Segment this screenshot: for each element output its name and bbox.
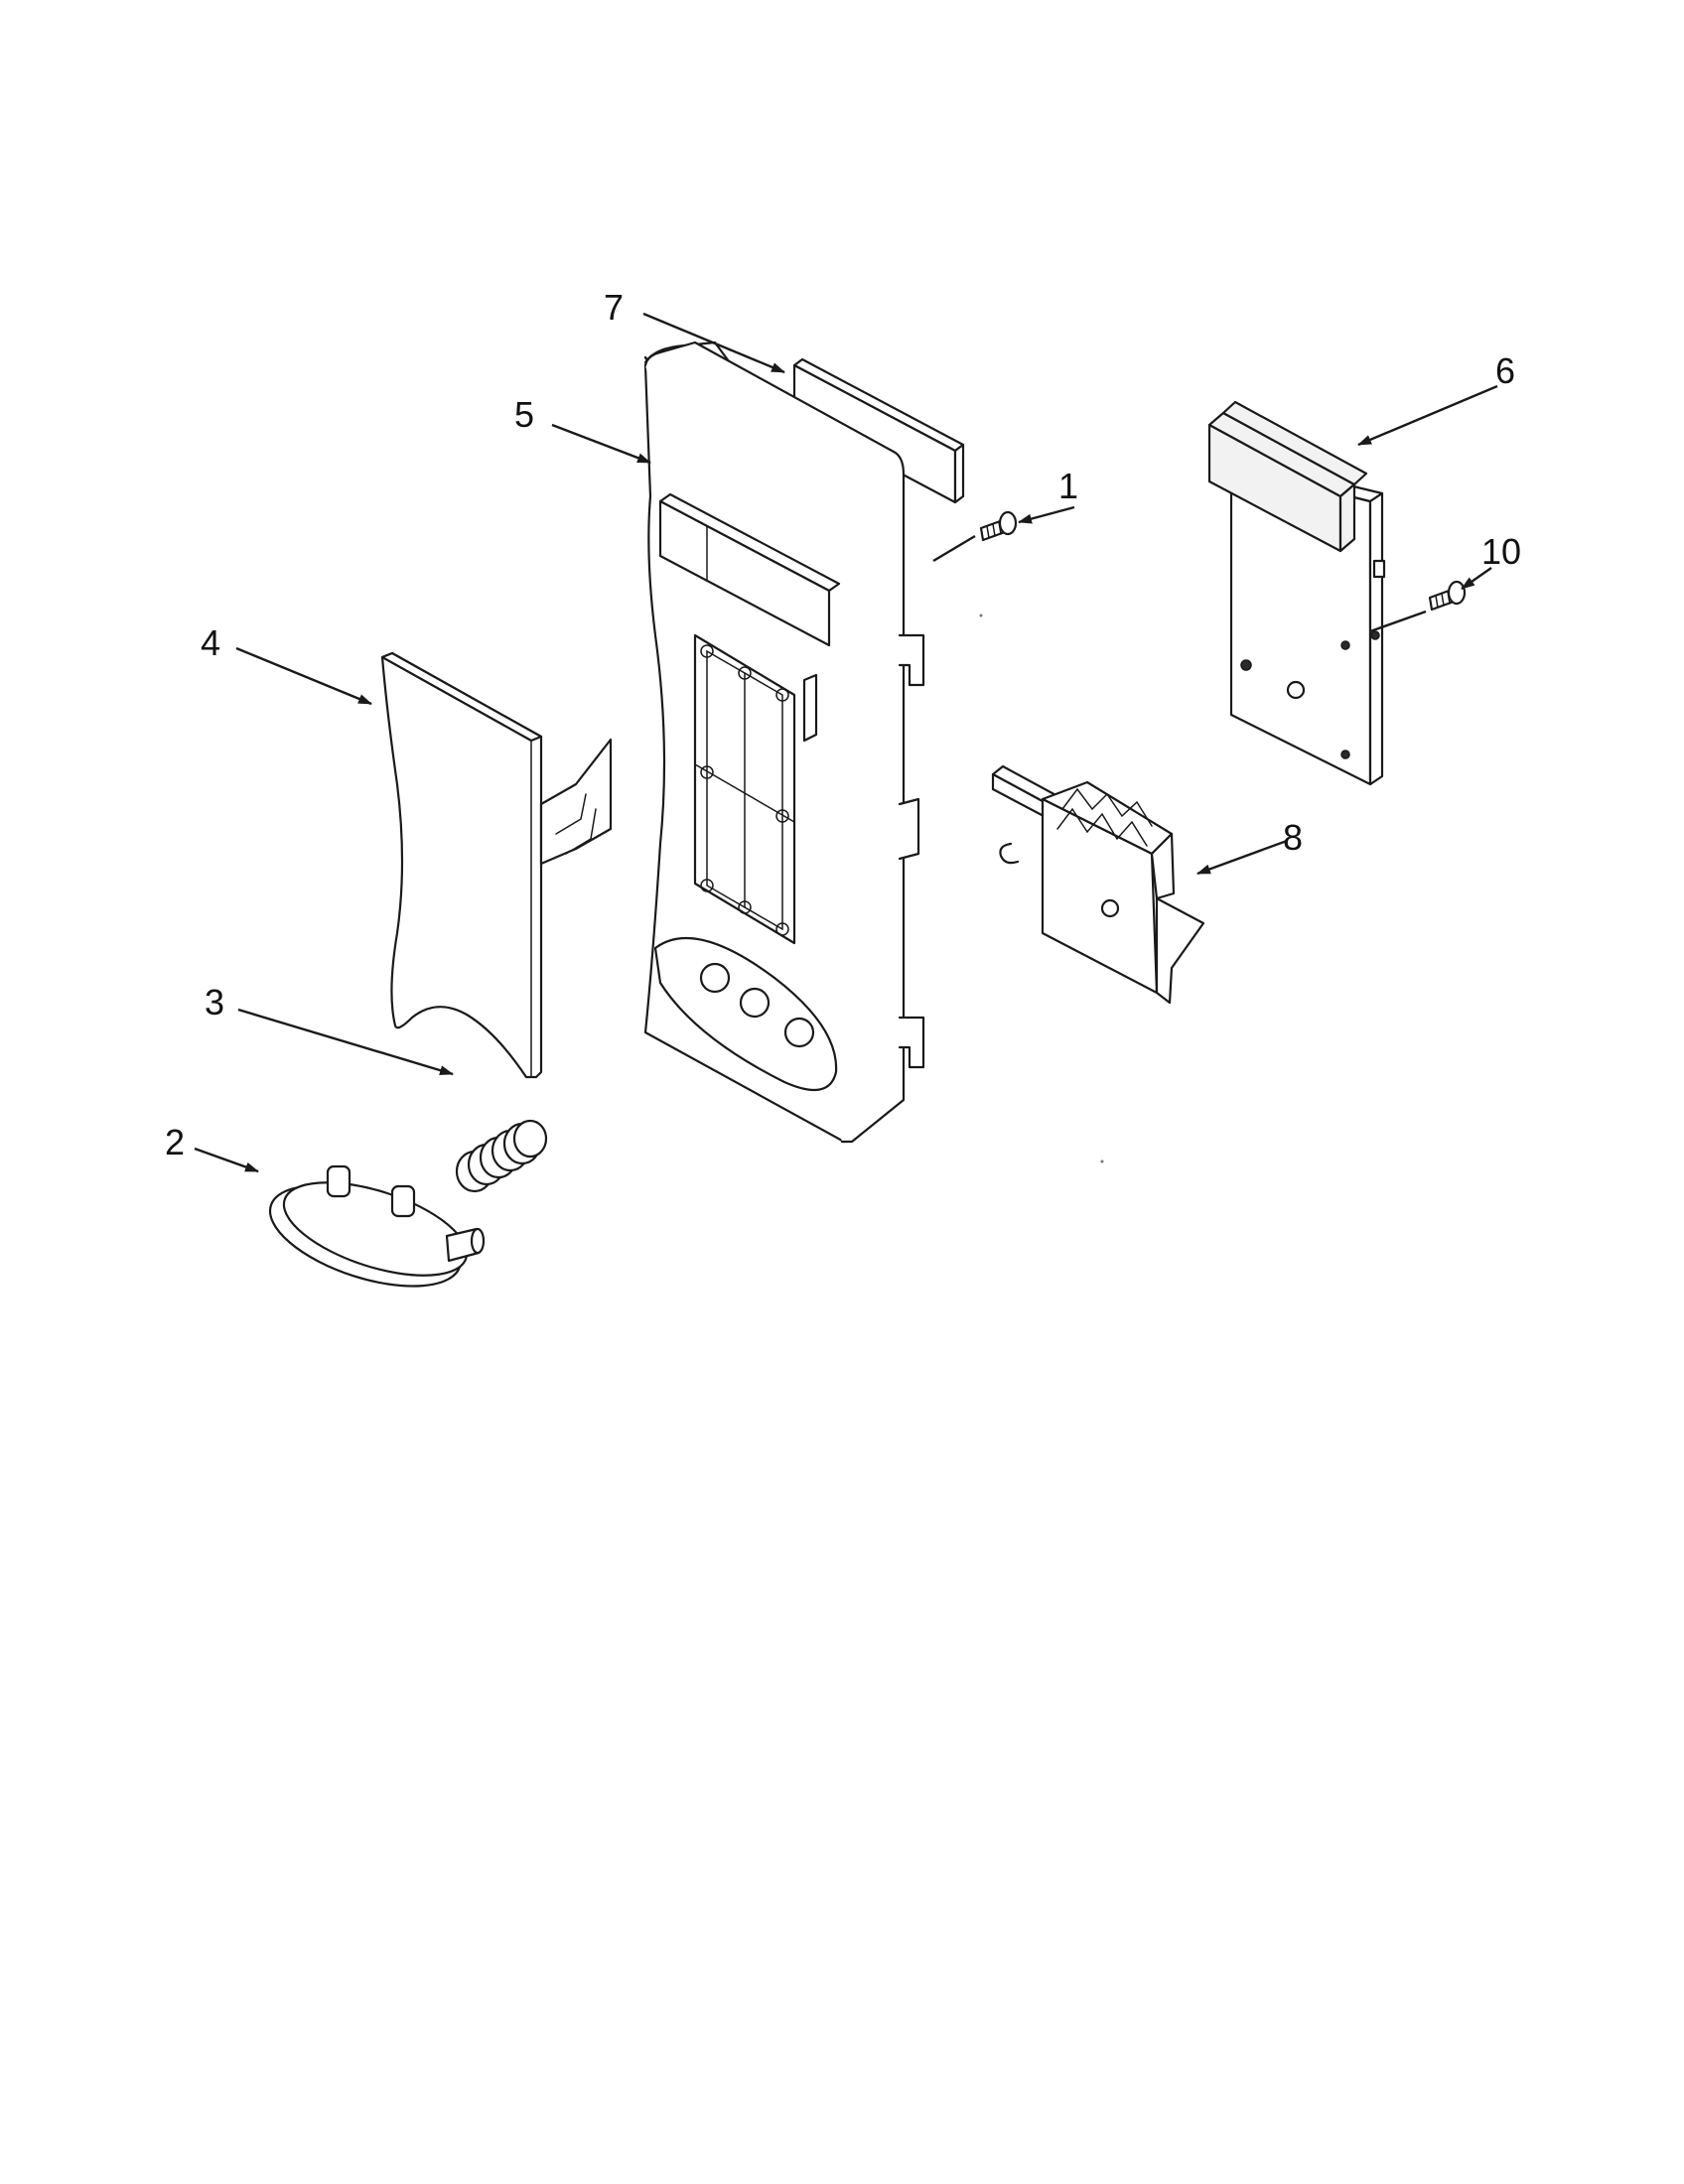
- callout-4: 4: [201, 622, 220, 663]
- part-7-latch-lever: [991, 764, 1205, 1005]
- leader-5: [551, 423, 651, 465]
- callout-3: 3: [205, 982, 224, 1023]
- leader-1: [1018, 505, 1075, 524]
- leader-1-extension: [932, 534, 976, 563]
- callout-10: 10: [1481, 531, 1521, 572]
- part-3-spring: [455, 1119, 548, 1193]
- callout-6: 6: [1495, 350, 1515, 391]
- callout-1: 1: [1058, 466, 1078, 506]
- callout-2: 2: [165, 1122, 185, 1162]
- leader-8: [642, 312, 785, 374]
- callout-5: 5: [514, 394, 534, 435]
- scan-speck: [979, 614, 983, 617]
- part-1-screw: [979, 510, 1018, 542]
- callout-labels: 7 5 1 6 10 4 8 3 2: [165, 287, 1521, 1162]
- part-6-control-board: [1207, 400, 1386, 786]
- part-2-release-button: [268, 1164, 486, 1288]
- leader-10: [1461, 567, 1492, 590]
- callout-7: 8: [1283, 817, 1303, 858]
- leader-2: [194, 1147, 259, 1173]
- callout-8: 7: [604, 287, 624, 328]
- leader-10-extension: [1369, 610, 1427, 633]
- part-10-screw: [1428, 580, 1467, 612]
- leader-7: [1196, 839, 1288, 876]
- leader-6: [1357, 384, 1498, 447]
- part-5-control-panel: [643, 341, 925, 1144]
- part-8-display-lens: [792, 357, 965, 504]
- part-4-membrane-pad: [380, 651, 613, 1079]
- scan-speck: [1100, 1160, 1104, 1163]
- leader-3: [237, 1008, 454, 1076]
- leader-lines: [194, 312, 1498, 1173]
- leader-4: [235, 646, 372, 706]
